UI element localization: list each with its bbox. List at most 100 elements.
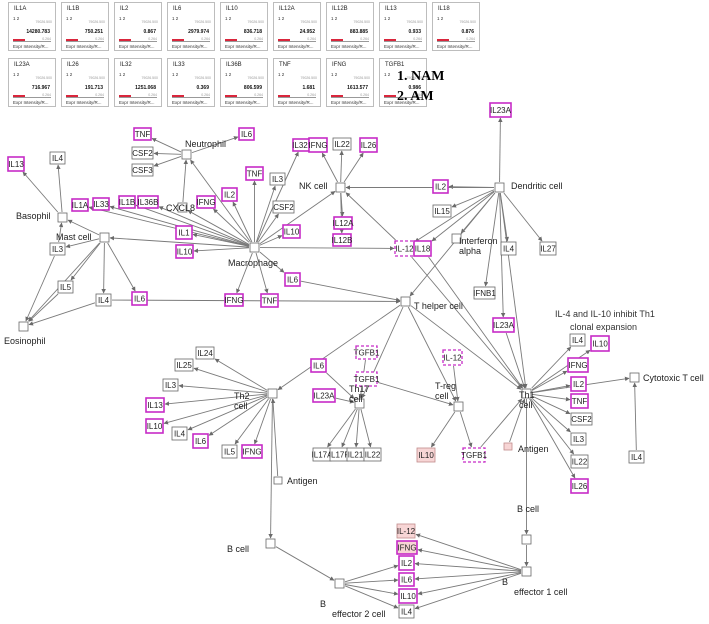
node-tgfb1c[interactable]: TGFB1	[461, 447, 487, 463]
node-thelper[interactable]: T helper cell	[400, 296, 463, 311]
node-il6a[interactable]: IL6	[238, 127, 255, 141]
node-il6f[interactable]: IL6	[398, 572, 415, 587]
node-il12c[interactable]: IL-12	[394, 240, 415, 257]
node-beff2[interactable]: Beffector 2 cell	[320, 578, 385, 619]
node-il12e[interactable]: IL-12	[396, 523, 416, 539]
node-il4c[interactable]: IL4	[95, 293, 112, 307]
node-il4f[interactable]: IL4	[398, 604, 415, 619]
node-il15[interactable]: IL15	[432, 204, 452, 218]
node-il23a1[interactable]: IL23A	[489, 102, 512, 118]
node-il27[interactable]: IL27	[539, 241, 557, 256]
node-il4d[interactable]: IL4	[569, 333, 586, 347]
node-il10e[interactable]: IL10	[416, 447, 436, 463]
node-il4a[interactable]: IL4	[49, 151, 66, 165]
node-bcell[interactable]: B cell	[517, 504, 539, 545]
node-il22b[interactable]: IL22	[363, 447, 382, 462]
node-il6d[interactable]: IL6	[310, 358, 327, 373]
node-mast[interactable]: Mast cell	[56, 232, 110, 243]
node-il2b[interactable]: IL2	[432, 179, 449, 194]
node-nkcell[interactable]: NK cell	[299, 181, 346, 193]
node-antigen1[interactable]: Antigen	[503, 442, 549, 454]
node-il23a3[interactable]: IL23A	[312, 388, 336, 403]
node-il5b[interactable]: IL5	[221, 444, 238, 459]
node-il36b[interactable]: IL36B	[137, 195, 159, 209]
node-il12b[interactable]: IL12B	[332, 233, 353, 247]
node-il10d[interactable]: IL10	[145, 418, 164, 434]
node-cxcl8[interactable]: CXCL8	[166, 202, 195, 213]
node-ifnb1[interactable]: IFNB1	[473, 286, 496, 300]
node-il13a[interactable]: IL13	[7, 156, 25, 172]
node-neutro[interactable]: Neutrophil	[181, 139, 226, 160]
node-tgfb1b[interactable]: TGFB1	[354, 371, 380, 387]
node-il17f[interactable]: IL17F	[329, 447, 350, 462]
node-bcell2[interactable]: B cell	[227, 538, 276, 554]
node-ifng6[interactable]: IFNG	[396, 540, 418, 555]
node-il12a[interactable]: IL12A	[333, 216, 355, 230]
node-il1a[interactable]: IL1A	[71, 198, 89, 212]
node-il6c[interactable]: IL6	[131, 291, 148, 306]
node-il13b[interactable]: IL13	[145, 397, 165, 413]
node-il13ra[interactable]: IL3	[49, 242, 66, 256]
node-il18[interactable]: IL18	[413, 240, 432, 257]
node-il3a[interactable]: IL3	[269, 172, 286, 186]
node-il10f[interactable]: IL10	[398, 588, 418, 604]
node-il25[interactable]: IL25	[174, 358, 194, 372]
node-il3b[interactable]: IL3	[162, 378, 179, 392]
node-il2a[interactable]: IL2	[221, 187, 238, 202]
node-il3c[interactable]: IL3	[570, 432, 587, 446]
node-dendritic[interactable]: Dendritic cell	[494, 181, 563, 193]
node-tnf3[interactable]: TNF	[260, 293, 279, 308]
node-il4e[interactable]: IL4	[171, 426, 188, 441]
node-il26a[interactable]: IL26	[359, 137, 378, 153]
node-csf2c[interactable]: CSF2	[570, 412, 593, 426]
node-antigen2[interactable]: Antigen	[273, 476, 318, 486]
node-il10a[interactable]: IL10	[175, 244, 194, 259]
node-tnf4[interactable]: TNF	[570, 393, 589, 409]
node-ifng4[interactable]: IFNG	[567, 357, 589, 373]
node-csf2b[interactable]: CSF2	[272, 200, 295, 214]
node-il6b[interactable]: IL6	[284, 272, 301, 287]
node-il32[interactable]: IL32*	[292, 138, 311, 152]
node-eosin[interactable]: Eosinophil	[4, 321, 46, 346]
node-il21[interactable]: IL21	[346, 447, 365, 462]
node-il10c[interactable]: IL10	[590, 335, 610, 352]
node-il23a2[interactable]: IL23A	[492, 317, 515, 333]
node-il24[interactable]: IL24	[195, 346, 215, 360]
node-beff1[interactable]: Beffector 1 cell	[502, 566, 567, 597]
node-cytotox[interactable]: Cytotoxic T cell	[629, 372, 704, 383]
node-il12d[interactable]: IL-12	[442, 349, 463, 366]
node-macro[interactable]: Macrophage	[228, 242, 278, 268]
node-cyto_il4[interactable]: IL4	[628, 450, 645, 464]
node-ifng5[interactable]: IFNG	[241, 444, 263, 459]
node-il22a[interactable]: IL22	[332, 137, 352, 151]
node-tnf2[interactable]: TNF	[245, 166, 264, 181]
node-il1b[interactable]: IL1B	[118, 195, 136, 209]
node-il5a[interactable]: IL5	[57, 280, 74, 294]
node-il2c[interactable]: IL2	[570, 376, 587, 392]
node-csf3[interactable]: CSF3	[131, 163, 154, 177]
node-ifng2[interactable]: IFNG	[196, 195, 216, 209]
node-il10b[interactable]: IL10	[282, 224, 301, 239]
node-ifng3[interactable]: IFNG	[224, 293, 244, 307]
